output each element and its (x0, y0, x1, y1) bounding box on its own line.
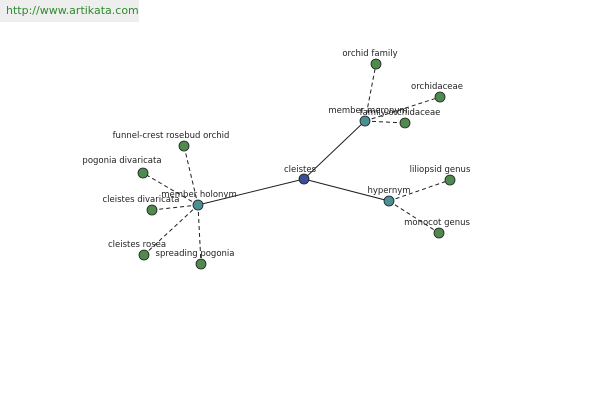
edge-member-meronym-to-orchidaceae (364, 96, 441, 122)
node-cleistes-divaricata[interactable] (146, 204, 158, 216)
edge-member-holonym-to-cleistes-rosea (143, 204, 199, 256)
site-url-banner[interactable]: http://www.artikata.com (0, 0, 139, 22)
node-label-family-orchidaceae: family orchidaceae (360, 108, 441, 118)
node-label-funnel-crest-rosebud-orchid: funnel-crest rosebud orchid (113, 131, 230, 141)
edge-cleistes-to-member-meronym (303, 120, 366, 180)
node-spreading-pogonia[interactable] (195, 258, 207, 270)
edge-member-holonym-to-spreading-pogonia (197, 204, 202, 265)
node-orchid-family[interactable] (370, 58, 382, 70)
node-label-pogonia-divaricata: pogonia divaricata (82, 156, 161, 166)
node-label-orchid-family: orchid family (342, 49, 397, 59)
node-family-orchidaceae[interactable] (399, 117, 411, 129)
node-label-spreading-pogonia: spreading pogonia (156, 249, 235, 259)
node-label-liliopsid-genus: liliopsid genus (410, 165, 471, 175)
node-label-member-holonym: member holonym (161, 190, 236, 200)
node-label-cleistes-divaricata: cleistes divaricata (102, 195, 179, 205)
labels-layer: cleistes member holonym member meronym hype… (82, 49, 471, 259)
node-member-meronym[interactable] (359, 115, 371, 127)
node-hypernym[interactable] (383, 195, 395, 207)
node-funnel-crest-rosebud-orchid[interactable] (178, 140, 190, 152)
edges-layer (142, 63, 451, 265)
node-label-orchidaceae: orchidaceae (411, 82, 463, 92)
node-cleistes[interactable] (298, 173, 310, 185)
edge-member-meronym-to-orchid-family (364, 63, 377, 122)
edge-cleistes-to-hypernym (303, 178, 390, 202)
node-label-hypernym: hypernym (367, 186, 410, 196)
node-cleistes-rosea[interactable] (138, 249, 150, 261)
edge-member-holonym-to-pogonia-divaricata (142, 172, 199, 206)
node-member-holonym[interactable] (192, 199, 204, 211)
node-pogonia-divaricata[interactable] (137, 167, 149, 179)
node-label-member-meronym: member meronym (328, 106, 407, 116)
edge-member-meronym-to-family-orchidaceae (364, 120, 406, 124)
nodes-layer (137, 58, 456, 270)
edge-hypernym-to-liliopsid-genus (388, 179, 451, 202)
node-label-cleistes: cleistes (284, 165, 317, 175)
edge-member-holonym-to-funnel-crest-rosebud-orchid (183, 145, 199, 206)
node-monocot-genus[interactable] (433, 227, 445, 239)
node-liliopsid-genus[interactable] (444, 174, 456, 186)
node-label-monocot-genus: monocot genus (404, 218, 470, 228)
node-label-cleistes-rosea: cleistes rosea (108, 240, 166, 250)
edge-member-holonym-to-cleistes-divaricata (151, 204, 199, 211)
edge-cleistes-to-member-holonym (197, 178, 305, 206)
edge-hypernym-to-monocot-genus (388, 200, 440, 234)
node-orchidaceae[interactable] (434, 91, 446, 103)
